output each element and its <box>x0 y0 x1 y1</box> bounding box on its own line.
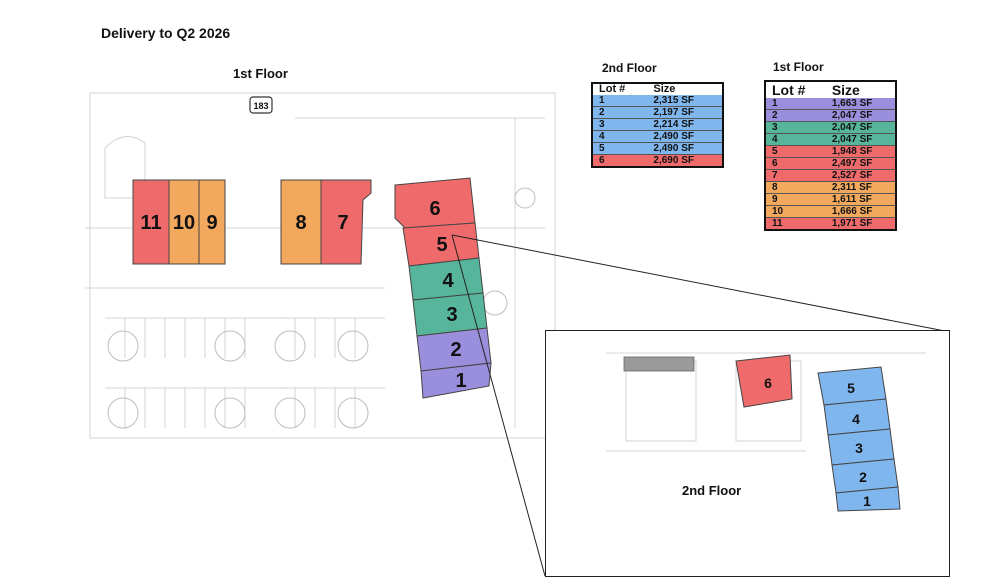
inset-lot-6-number: 6 <box>764 375 772 391</box>
lot-cell: 1 <box>592 95 648 107</box>
lot-10-number: 10 <box>173 212 195 234</box>
lot-7-number: 7 <box>337 212 348 234</box>
column-header-lot: Lot # <box>599 83 626 95</box>
inset-lot-5-number: 5 <box>847 380 855 396</box>
column-header-size: Size <box>653 83 676 95</box>
lot-2-number: 2 <box>450 339 461 361</box>
size-cell: 2,214 SF <box>647 118 723 131</box>
second-floor-plan: 6 5 4 3 2 1 <box>606 352 926 512</box>
table-header-row: Lot # Size <box>765 81 896 98</box>
lot-11-number: 11 <box>140 212 161 234</box>
size-cell: 2,497 SF <box>825 157 896 170</box>
page-title: Delivery to Q2 2026 <box>101 25 231 41</box>
lot-cell: 2 <box>592 106 648 119</box>
lot-10-shape <box>168 179 200 265</box>
lot-cell: 9 <box>765 193 826 206</box>
lot-cell: 4 <box>765 133 826 146</box>
lot-cell: 3 <box>592 118 648 131</box>
inset-roof-block <box>623 356 695 372</box>
lot-cell: 6 <box>592 154 648 168</box>
size-cell: 2,490 SF <box>647 142 723 155</box>
lot-cell: 5 <box>592 142 648 155</box>
lot-8-shape <box>280 179 322 265</box>
size-cell: 1,611 SF <box>825 193 896 206</box>
lot-9-shape <box>198 179 226 265</box>
lot-cell: 5 <box>765 145 826 158</box>
inset-floor-label: 2nd Floor <box>682 483 742 498</box>
size-cell: 1,971 SF <box>825 217 896 231</box>
lot-cell: 10 <box>765 205 826 218</box>
size-cell: 1,663 SF <box>825 98 896 110</box>
lot-5-number: 5 <box>436 234 447 256</box>
size-cell: 2,311 SF <box>825 181 896 194</box>
lot-cell: 4 <box>592 130 648 143</box>
size-cell: 2,490 SF <box>647 130 723 143</box>
inset-lot-3-number: 3 <box>855 440 863 456</box>
inset-lot-4-number: 4 <box>852 411 860 427</box>
size-cell: 2,047 SF <box>825 121 896 134</box>
lot-cell: 6 <box>765 157 826 170</box>
column-header-lot: Lot # <box>772 82 806 98</box>
highway-badge-text: 183 <box>253 101 268 111</box>
lot-4-number: 4 <box>442 270 454 292</box>
inset-lot-1-number: 1 <box>863 493 871 509</box>
tree-circles <box>107 187 536 429</box>
size-cell: 2,690 SF <box>647 154 723 168</box>
size-cell: 1,948 SF <box>825 145 896 158</box>
column-header-size: Size <box>831 82 860 98</box>
size-cell: 2,527 SF <box>825 169 896 182</box>
lot-cell: 2 <box>765 109 826 122</box>
first-floor-plan: 11 10 9 8 7 6 5 4 3 2 1 183 <box>85 92 556 439</box>
lot-7-shape <box>320 179 372 265</box>
size-cell: 2,047 SF <box>825 109 896 122</box>
inset-lot-2-number: 2 <box>859 469 867 485</box>
size-cell: 2,315 SF <box>647 95 723 107</box>
lot-cell: 11 <box>765 217 826 231</box>
lot-cell: 3 <box>765 121 826 134</box>
lot-9-number: 9 <box>206 212 217 234</box>
inset-lot-6-shape <box>735 354 793 408</box>
lot-6-number: 6 <box>429 198 440 220</box>
lot-3-number: 3 <box>446 304 457 326</box>
size-cell: 2,047 SF <box>825 133 896 146</box>
size-cell: 2,197 SF <box>647 106 723 119</box>
first-floor-table-title: 1st Floor <box>773 60 824 74</box>
size-cell: 1,666 SF <box>825 205 896 218</box>
inset-lot-1-shape <box>835 486 901 512</box>
first-floor-label: 1st Floor <box>233 66 288 81</box>
table-header-row: Lot # Size <box>592 83 723 95</box>
lot-8-number: 8 <box>295 212 306 234</box>
second-floor-inset: 6 5 4 3 2 1 2nd Floor <box>545 330 950 577</box>
lot-cell: 1 <box>765 98 826 110</box>
lot-cell: 7 <box>765 169 826 182</box>
lot-1-shape <box>420 362 492 399</box>
second-floor-table-title: 2nd Floor <box>602 61 657 75</box>
highway-shield-icon <box>249 96 273 114</box>
lot-cell: 8 <box>765 181 826 194</box>
lot-1-number: 1 <box>455 370 466 392</box>
